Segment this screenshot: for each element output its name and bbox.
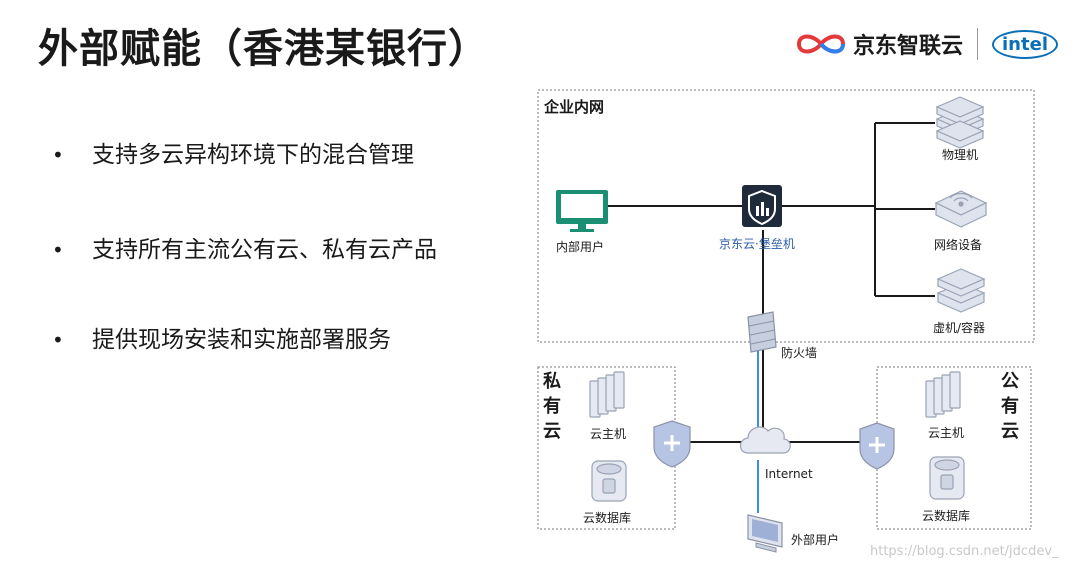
slide-title: 外部赋能（香港某银行）	[38, 26, 489, 72]
private-vpn-shield-icon	[653, 420, 691, 468]
brand-name: 京东智联云	[853, 34, 964, 59]
network-diagram: 企业内网 内部用户 京东云·堡垒机 物理机 网络设备 虚机/容器 防火墙 私 有…	[530, 85, 1050, 565]
firewall-label: 防火墙	[781, 346, 818, 360]
public-host-label: 云主机	[928, 426, 965, 440]
network-device-label: 网络设备	[934, 238, 983, 252]
private-cloud-title: 私 有 云	[541, 369, 563, 444]
enterprise-zone-box	[537, 89, 1035, 343]
private-host-label: 云主机	[590, 427, 627, 441]
enterprise-zone-title: 企业内网	[544, 98, 605, 116]
vm-container-icon	[936, 268, 986, 313]
public-cloud-char: 公	[1001, 371, 1019, 392]
public-db-label: 云数据库	[922, 509, 971, 523]
private-db-label: 云数据库	[583, 511, 632, 525]
public-cloud-host-icon	[925, 371, 961, 418]
router-icon	[934, 190, 988, 228]
bullet-text: 支持所有主流公有云、私有云产品	[92, 237, 437, 263]
physical-machine-label: 物理机	[942, 148, 979, 162]
public-cloud-title: 公 有 云	[999, 369, 1021, 444]
private-cloud-host-icon	[589, 371, 625, 418]
bullet-marker: •	[52, 238, 64, 262]
internet-cloud-icon	[739, 426, 791, 454]
internet-label: Internet	[765, 467, 813, 481]
bullet-text: 提供现场安装和实施部署服务	[92, 327, 391, 353]
bullet-text: 支持多云异构环境下的混合管理	[92, 142, 414, 168]
public-cloud-char: 有	[1001, 396, 1019, 417]
public-cloud-zone-box	[876, 366, 1032, 530]
private-cloud-char: 云	[543, 421, 561, 442]
bullet-item: • 提供现场安装和实施部署服务	[52, 320, 391, 354]
private-cloud-char: 有	[543, 396, 561, 417]
bastion-label: 京东云·堡垒机	[719, 237, 795, 251]
watermark: https://blog.csdn.net/jdcdev_	[870, 544, 1059, 559]
external-user-monitor-icon	[747, 514, 783, 553]
physical-server-icon	[935, 96, 985, 149]
private-cloud-database-icon	[591, 460, 627, 502]
vm-container-label: 虚机/容器	[933, 321, 986, 335]
firewall-icon	[747, 311, 777, 353]
bullet-marker: •	[52, 143, 64, 167]
bullet-marker: •	[52, 328, 64, 352]
public-vpn-shield-icon	[859, 422, 895, 470]
desktop-monitor-icon	[556, 190, 608, 232]
private-cloud-char: 私	[543, 371, 561, 392]
intel-logo: intel	[992, 29, 1058, 59]
bullet-item: • 支持多云异构环境下的混合管理	[52, 135, 414, 169]
connection-lines	[608, 122, 935, 443]
public-cloud-database-icon	[929, 456, 965, 500]
internal-user-label: 内部用户	[556, 240, 605, 254]
bastion-shield-icon	[742, 185, 782, 227]
brand-header: 京东智联云 intel	[795, 24, 1058, 64]
diagram-canvas	[537, 89, 1035, 553]
bullet-item: • 支持所有主流公有云、私有云产品	[52, 230, 437, 264]
external-user-label: 外部用户	[791, 533, 840, 547]
public-cloud-char: 云	[1001, 421, 1019, 442]
brand-divider	[977, 28, 979, 60]
jd-cloud-logo-icon	[796, 34, 846, 54]
